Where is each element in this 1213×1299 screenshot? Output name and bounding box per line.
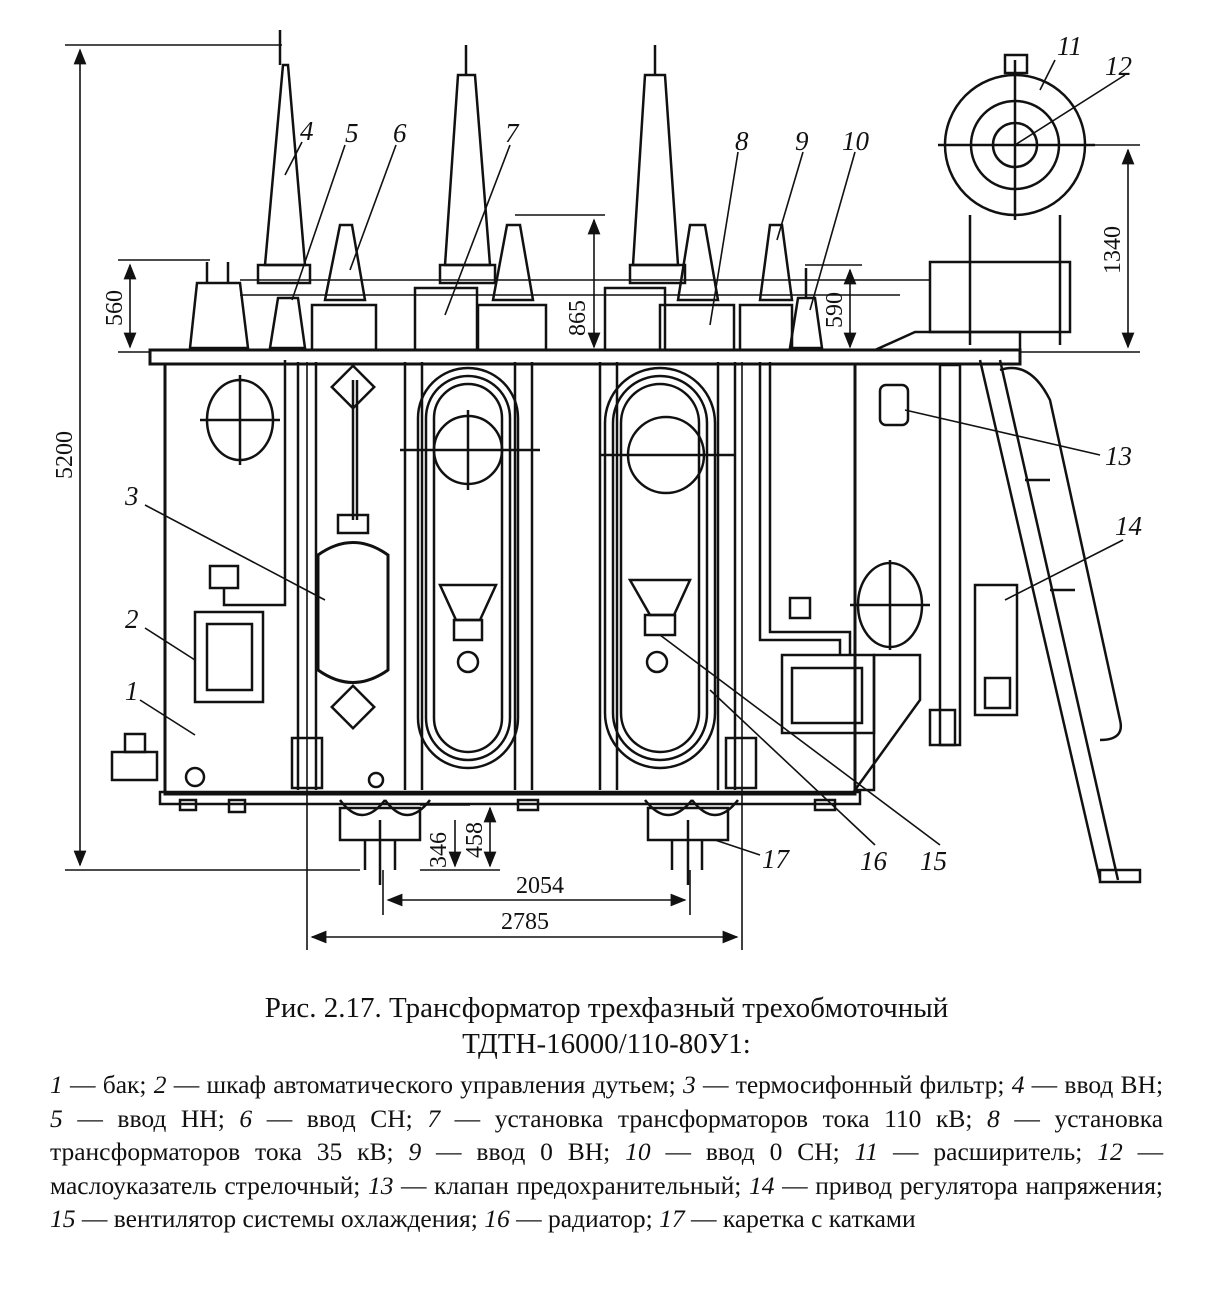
- callout-16: 16: [860, 846, 888, 876]
- dim-2785: 2785: [501, 909, 549, 935]
- legend-num-17: 17: [659, 1204, 685, 1233]
- legend-num-7: 7: [427, 1103, 441, 1133]
- dim-590: 590: [822, 292, 848, 328]
- callout-5: 5: [345, 118, 359, 148]
- legend-num-12: 12: [1097, 1137, 1123, 1166]
- callout-14: 14: [1115, 511, 1142, 541]
- callout-1: 1: [125, 676, 139, 706]
- legend-text-5: ввод НН;: [117, 1103, 225, 1133]
- legend-text-11: расширитель;: [933, 1137, 1083, 1166]
- legend-num-16: 16: [484, 1204, 510, 1233]
- callout-15: 15: [920, 846, 947, 876]
- bushing-mv-small: [310, 223, 794, 352]
- dim-5200: 5200: [52, 431, 78, 479]
- callout-17: 17: [762, 844, 791, 874]
- callout-9: 9: [795, 126, 809, 156]
- dim-346: 346: [426, 832, 452, 868]
- thermometer-gauge-left: [200, 375, 280, 465]
- bushing-hv-2: [438, 45, 497, 285]
- fan-control-box: [758, 362, 922, 792]
- dim-458: 458: [462, 822, 488, 858]
- legend-text-14: привод регулятора напряжения;: [815, 1170, 1164, 1200]
- tank-cover: [148, 348, 1022, 366]
- bushing-hv-3: [628, 45, 687, 285]
- legend-text-15: вентилятор системы охлаждения;: [113, 1204, 478, 1233]
- legend-num-15: 15: [50, 1204, 76, 1233]
- dim-1340: 1340: [1100, 226, 1126, 274]
- legend-text-12: маслоуказатель стрелочный;: [50, 1170, 361, 1200]
- current-transformers: [240, 279, 930, 352]
- legend-num-1: 1: [50, 1070, 63, 1099]
- legend-text-9: ввод 0 ВН;: [476, 1137, 611, 1166]
- transformer-drawing: 5200 560 865 590 1340 346 458 2054 2785 …: [52, 30, 1142, 950]
- callout-12: 12: [1105, 51, 1132, 81]
- thermometer-gauge-right: [850, 560, 930, 650]
- control-cabinet: [193, 360, 287, 704]
- legend-num-11: 11: [854, 1137, 879, 1166]
- legend-text-17: каретка с катками: [722, 1204, 916, 1233]
- callout-3: 3: [124, 481, 139, 511]
- safety-valve: [878, 383, 910, 427]
- legend-text-16: радиатор;: [547, 1204, 653, 1233]
- legend-text-7: установка трансформаторов тока 110 кВ;: [494, 1103, 973, 1133]
- legend-text-4: ввод ВН;: [1064, 1070, 1164, 1099]
- legend-text-3: термосифонный фильтр;: [735, 1070, 1005, 1099]
- dim-560: 560: [102, 290, 128, 326]
- legend-text-2: шкаф автоматического управления дутьем;: [206, 1070, 676, 1099]
- conservator: [874, 53, 1095, 352]
- callout-13: 13: [1105, 441, 1132, 471]
- figure-caption-line-1: Рис. 2.17. Трансформатор трехфазный трех…: [264, 992, 949, 1024]
- legend-num-13: 13: [367, 1170, 394, 1200]
- figure-caption-line-2: ТДТН-16000/110-80У1:: [462, 1028, 751, 1060]
- legend-text-6: ввод СН;: [306, 1103, 413, 1133]
- callout-10: 10: [842, 126, 870, 156]
- radiator-right: [600, 366, 735, 770]
- legend-num-6: 6: [239, 1103, 253, 1133]
- ladder: [978, 359, 1142, 884]
- legend-text-1: бак;: [102, 1070, 147, 1099]
- legend-num-2: 2: [153, 1070, 167, 1099]
- bushing-hv: [256, 30, 312, 285]
- callout-6: 6: [393, 118, 407, 148]
- tank-bottom: [158, 790, 862, 806]
- radiator-left: [400, 366, 540, 770]
- legend-num-8: 8: [987, 1103, 1000, 1133]
- dim-2054: 2054: [516, 873, 564, 899]
- legend-num-4: 4: [1011, 1070, 1025, 1099]
- legend-num-9: 9: [408, 1137, 422, 1166]
- figure-legend: 1 — бак; 2 — шкаф автоматического управл…: [50, 1070, 1164, 1233]
- legend-num-5: 5: [50, 1103, 63, 1133]
- legend-num-10: 10: [625, 1137, 651, 1166]
- legend-text-10: ввод 0 СН;: [705, 1137, 840, 1166]
- callout-2: 2: [125, 604, 139, 634]
- callout-4: 4: [300, 116, 314, 146]
- pipes: [290, 362, 758, 790]
- bushing-lv: [188, 262, 824, 350]
- legend-num-3: 3: [682, 1070, 696, 1099]
- legend-text-8: установка трансформаторов тока 35 кВ;: [50, 1103, 1164, 1167]
- legend-text-13: клапан предохранительный;: [434, 1170, 742, 1200]
- dim-865: 865: [565, 300, 591, 336]
- thermosiphon-filter: [316, 364, 390, 730]
- voltage-regulator-drive: [928, 363, 1019, 747]
- carriage-left: [338, 799, 431, 885]
- callout-11: 11: [1057, 31, 1082, 61]
- callout-8: 8: [735, 126, 749, 156]
- legend-num-14: 14: [748, 1170, 775, 1200]
- callout-7: 7: [505, 118, 520, 148]
- carriage-right: [644, 799, 739, 885]
- drain-valve: [110, 732, 206, 788]
